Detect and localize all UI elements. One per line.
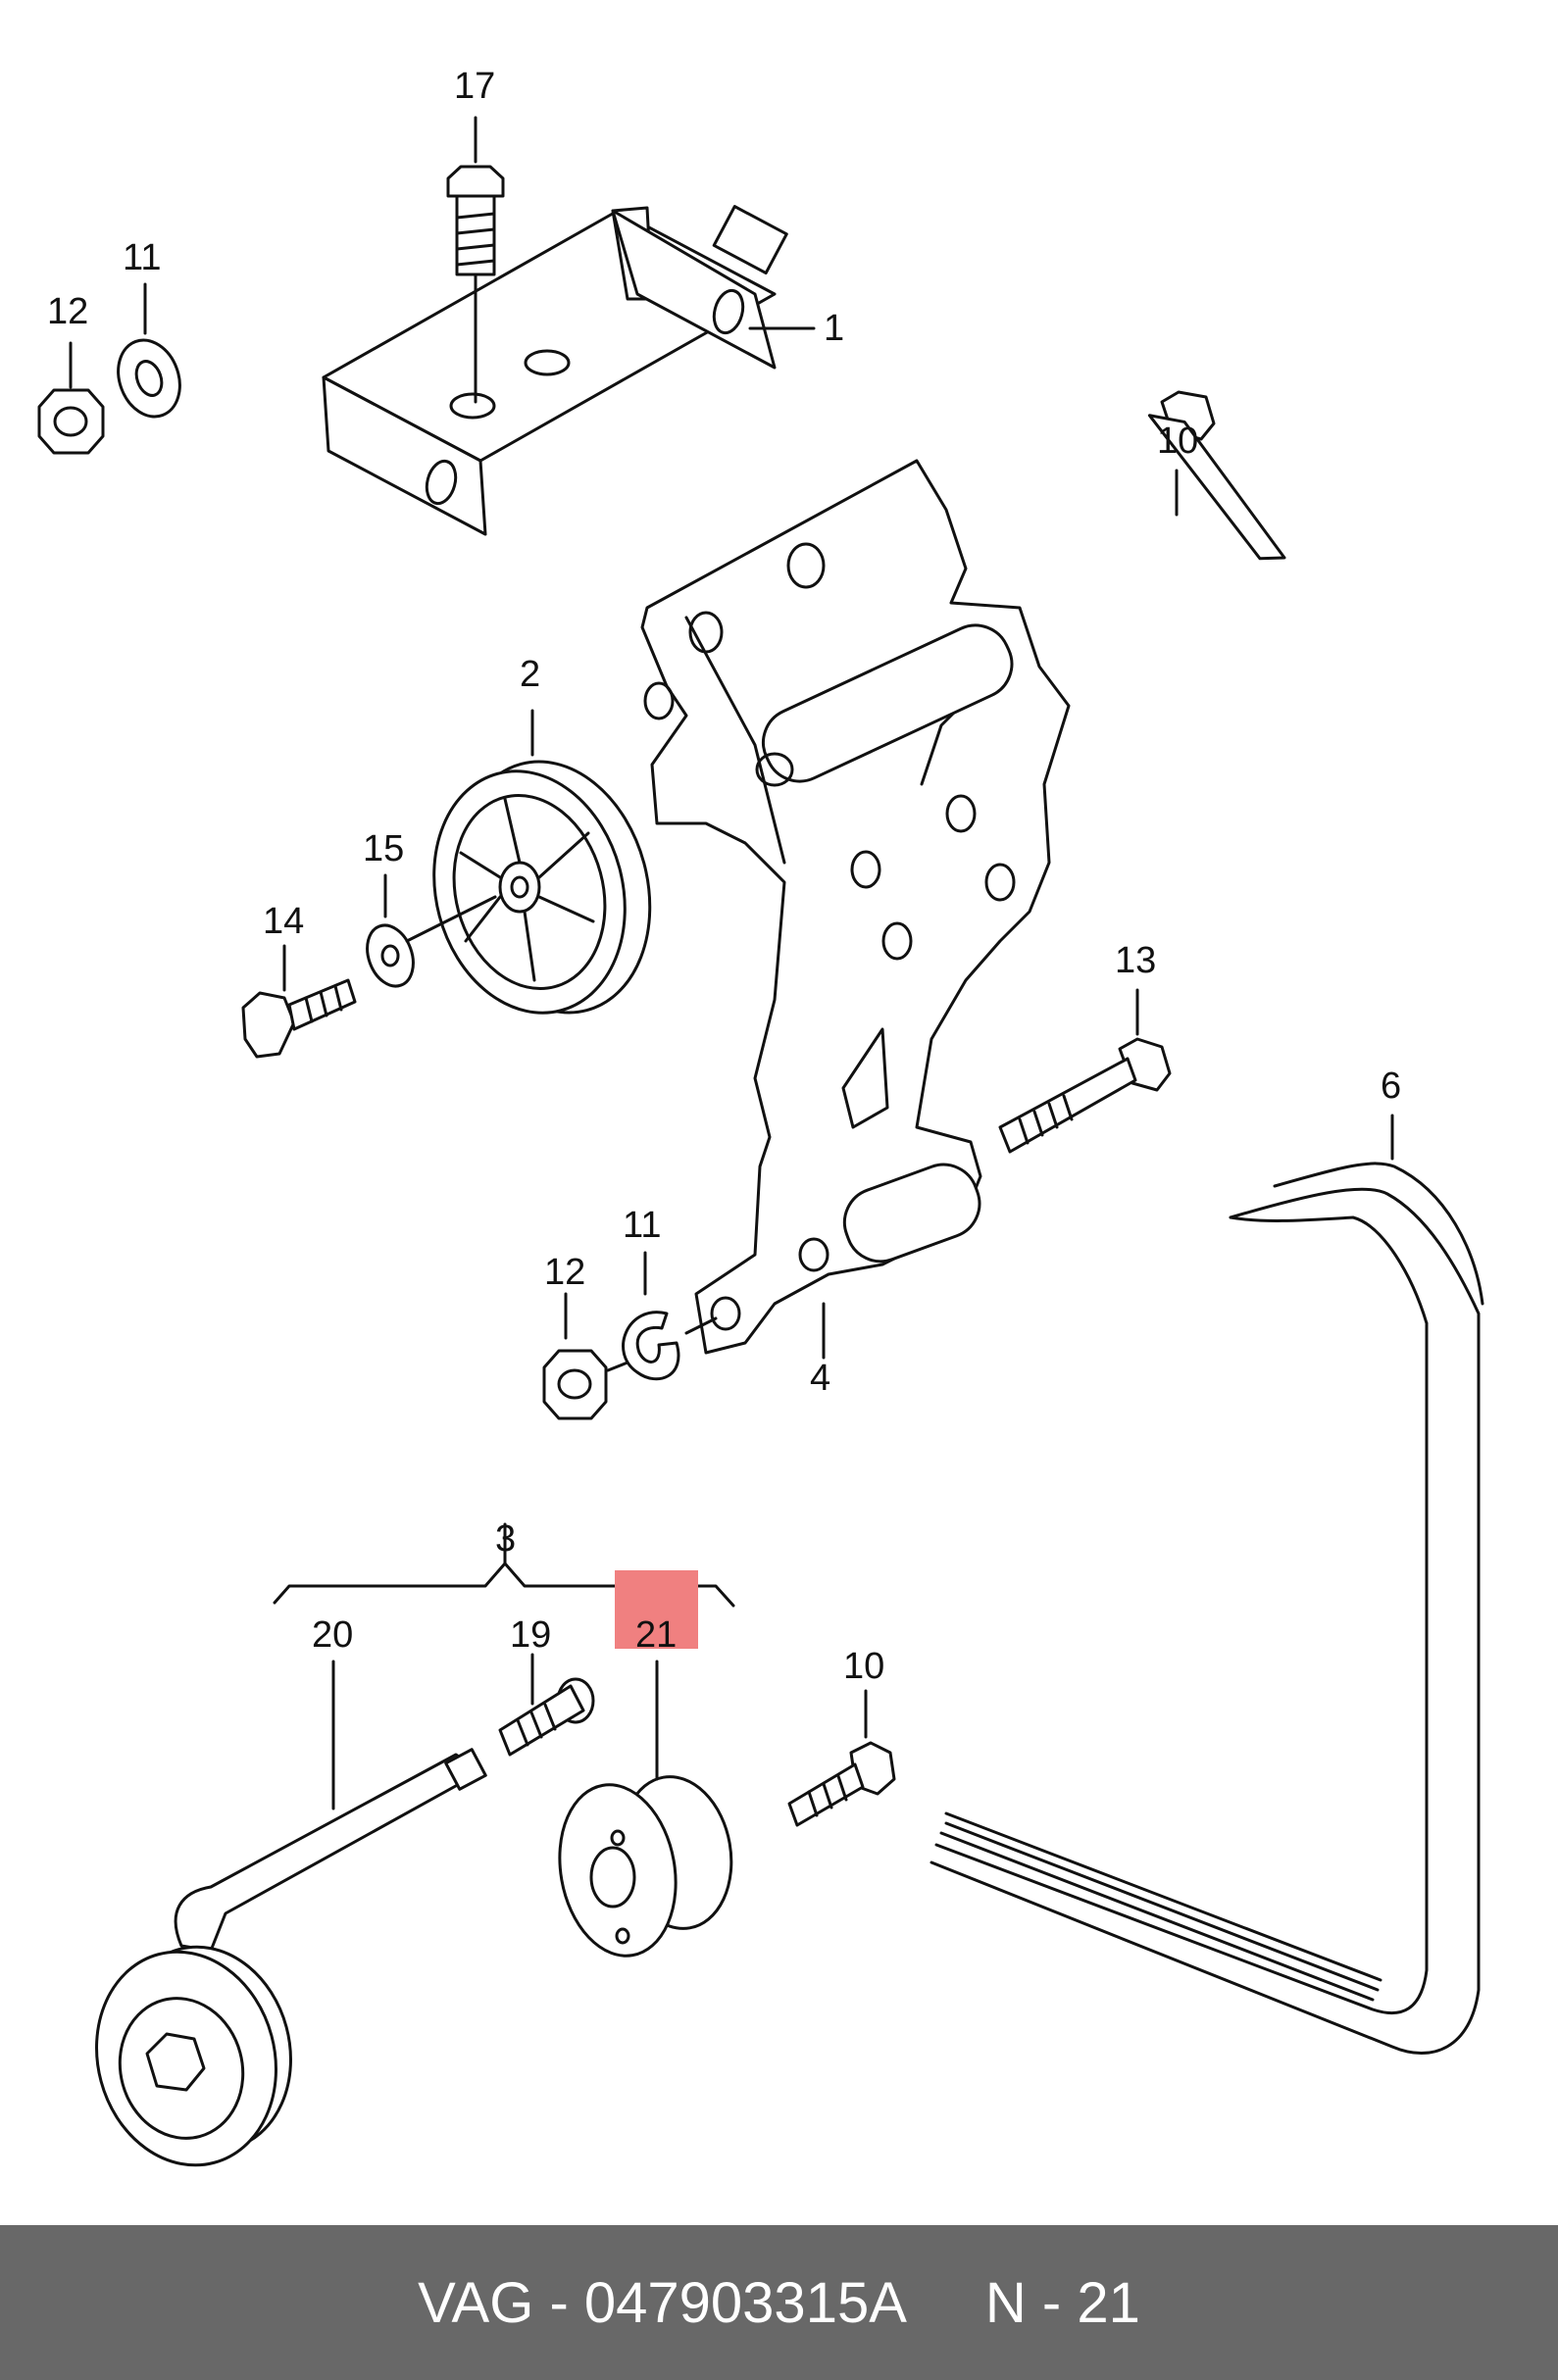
label-part-15: 15 — [363, 828, 404, 869]
label-part-13: 13 — [1115, 940, 1156, 981]
bolt-part-19 — [498, 1653, 595, 1757]
washer-part-11-top — [117, 282, 181, 419]
label-part-6: 6 — [1381, 1066, 1401, 1107]
label-part-11-top: 11 — [123, 237, 161, 278]
bolt-part-17 — [446, 116, 505, 404]
label-part-10-lower: 10 — [843, 1646, 884, 1687]
bolt-part-10-lower — [787, 1689, 896, 1827]
footer-position-label: N - 21 — [984, 2270, 1140, 2335]
footer-brand: VAG — [418, 2270, 534, 2335]
part-number-footer: VAG - 047903315A N - 21 — [0, 2225, 1558, 2380]
bolt-part-13 — [998, 988, 1172, 1154]
label-part-17: 17 — [454, 66, 495, 107]
bolt-part-14 — [241, 944, 357, 1059]
assembly-group-part-3 — [273, 1522, 735, 1608]
idler-pulley-part-2 — [432, 709, 652, 1015]
idler-roller-part-21 — [558, 1660, 733, 1958]
label-part-20: 20 — [312, 1614, 353, 1656]
bracket-part-1 — [322, 205, 816, 536]
footer-separator: - — [533, 2270, 584, 2335]
label-part-2: 2 — [520, 654, 540, 695]
exploded-parts-diagram: 17 11 12 1 10 2 15 14 13 6 11 12 4 3 20 … — [37, 66, 1484, 2167]
highlight-box-part-21 — [615, 1570, 698, 1649]
label-part-11-middle: 11 — [623, 1205, 661, 1246]
label-part-10-upper: 10 — [1157, 421, 1198, 462]
label-part-4: 4 — [810, 1358, 830, 1399]
tensioner-part-20 — [95, 1660, 487, 2167]
label-part-1: 1 — [824, 308, 844, 349]
footer-part-number: 047903315A — [583, 2270, 907, 2335]
washer-part-15 — [366, 873, 497, 988]
label-part-19: 19 — [510, 1614, 551, 1656]
label-part-21: 21 — [635, 1614, 677, 1656]
nut-part-12-middle — [542, 1292, 608, 1420]
label-part-14: 14 — [263, 901, 304, 942]
nut-part-12-top — [37, 341, 105, 455]
label-part-12-middle: 12 — [544, 1252, 585, 1293]
label-part-3: 3 — [495, 1518, 516, 1560]
label-part-12-top: 12 — [47, 291, 88, 332]
washer-part-11-middle — [606, 1251, 718, 1381]
ribbed-belt-part-6 — [930, 1114, 1484, 2055]
bolt-part-10-upper — [1147, 390, 1286, 561]
mounting-bracket-part-4 — [640, 459, 1071, 1360]
